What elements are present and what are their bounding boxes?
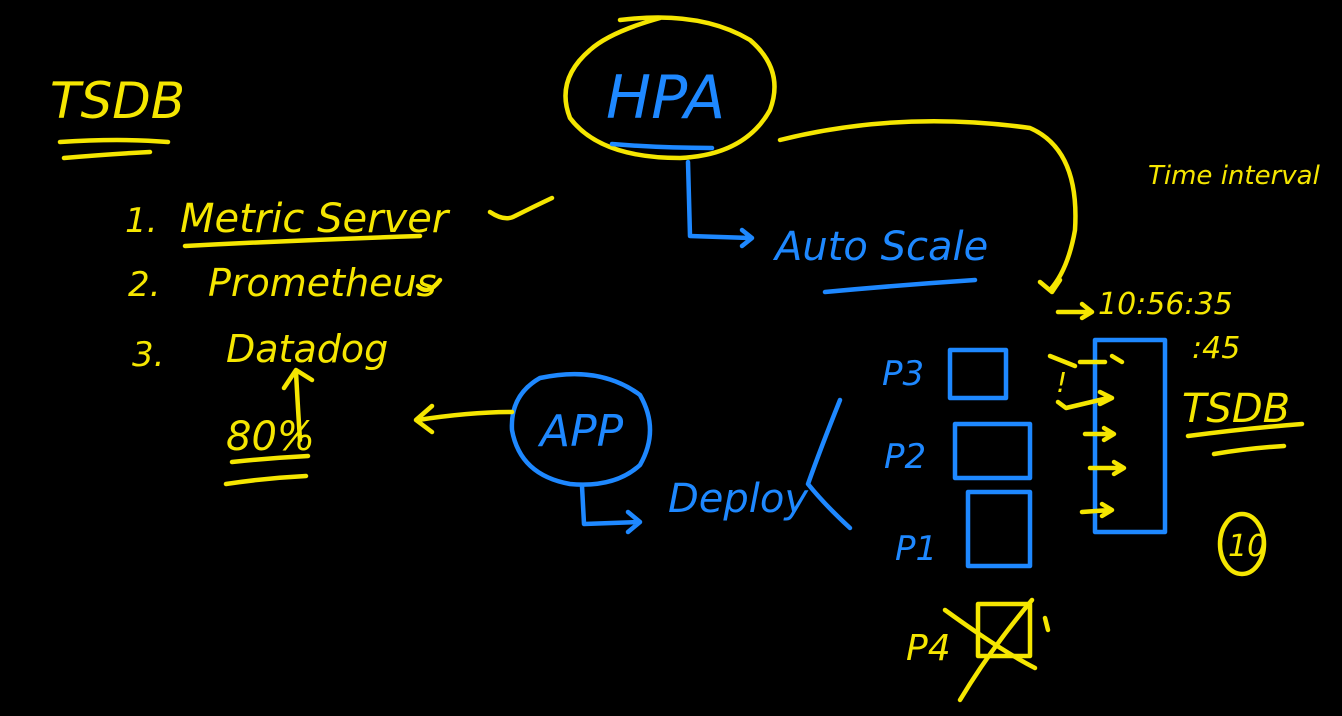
ingest-arrow-4 bbox=[1087, 459, 1127, 477]
hpa-to-pods-arc bbox=[777, 119, 1078, 295]
tsdb-title-underline-2 bbox=[61, 149, 153, 161]
ingest-arrow-1 bbox=[1047, 353, 1125, 369]
list-number-2: 2. bbox=[128, 265, 160, 305]
pod-p3-label: P3 bbox=[882, 354, 924, 394]
threshold-underline bbox=[229, 453, 311, 465]
hpa-underline bbox=[609, 141, 715, 151]
auto-scale-underline bbox=[822, 277, 978, 295]
pod-p2-label: P2 bbox=[884, 437, 926, 477]
up-arrow bbox=[281, 367, 315, 443]
prometheus-check bbox=[415, 277, 443, 293]
threshold-underline-2 bbox=[223, 473, 309, 487]
app-to-deploy-arrow bbox=[579, 483, 643, 535]
time-label-2: :45 bbox=[1192, 331, 1240, 366]
ingest-arrow-2 bbox=[1055, 389, 1115, 411]
tsdb-title: TSDB bbox=[50, 72, 185, 130]
threshold-percent: 80% bbox=[226, 414, 315, 460]
list-item-datadog: Datadog bbox=[226, 327, 388, 371]
auto-scale-label: Auto Scale bbox=[772, 224, 988, 270]
app-to-metrics-arrow bbox=[413, 403, 515, 435]
ingest-arrow-5 bbox=[1079, 501, 1115, 519]
tsdb-right-underline bbox=[1185, 421, 1305, 439]
tsdb-right-underline-2 bbox=[1211, 443, 1287, 457]
circled-number: 10 bbox=[1228, 529, 1266, 564]
time-pointer-arrow bbox=[1055, 301, 1095, 321]
pod-p1-box bbox=[965, 489, 1033, 569]
hpa-to-autoscale-arrow bbox=[685, 159, 755, 249]
deploy-label: Deploy bbox=[668, 476, 809, 522]
hpa-circle bbox=[563, 15, 777, 161]
list-number-1: 1. bbox=[125, 201, 157, 241]
metric-server-underline bbox=[182, 233, 423, 249]
pods-bracket bbox=[805, 397, 853, 531]
metric-server-check bbox=[487, 195, 555, 221]
ingest-arrow-3 bbox=[1082, 425, 1117, 443]
list-item-prometheus: Prometheus bbox=[208, 261, 436, 305]
pod-p3-box bbox=[947, 347, 1009, 401]
pod-p4-box bbox=[975, 601, 1033, 659]
app-circle bbox=[509, 371, 653, 487]
pod-p4-cross bbox=[942, 597, 1051, 703]
exclaim-mark: ! bbox=[1056, 366, 1067, 399]
list-number-3: 3. bbox=[132, 335, 164, 375]
circled-number-ring bbox=[1217, 511, 1267, 577]
pod-p4-label: P4 bbox=[906, 628, 951, 669]
pod-p1-label: P1 bbox=[895, 529, 937, 569]
app-label: APP bbox=[537, 406, 624, 457]
hpa-label: HPA bbox=[606, 63, 725, 133]
pod-p2-box bbox=[952, 421, 1033, 481]
time-interval-label: Time interval bbox=[1148, 161, 1321, 191]
tsdb-title-underline bbox=[57, 137, 171, 145]
time-label-1: 10:56:35 bbox=[1098, 287, 1233, 322]
